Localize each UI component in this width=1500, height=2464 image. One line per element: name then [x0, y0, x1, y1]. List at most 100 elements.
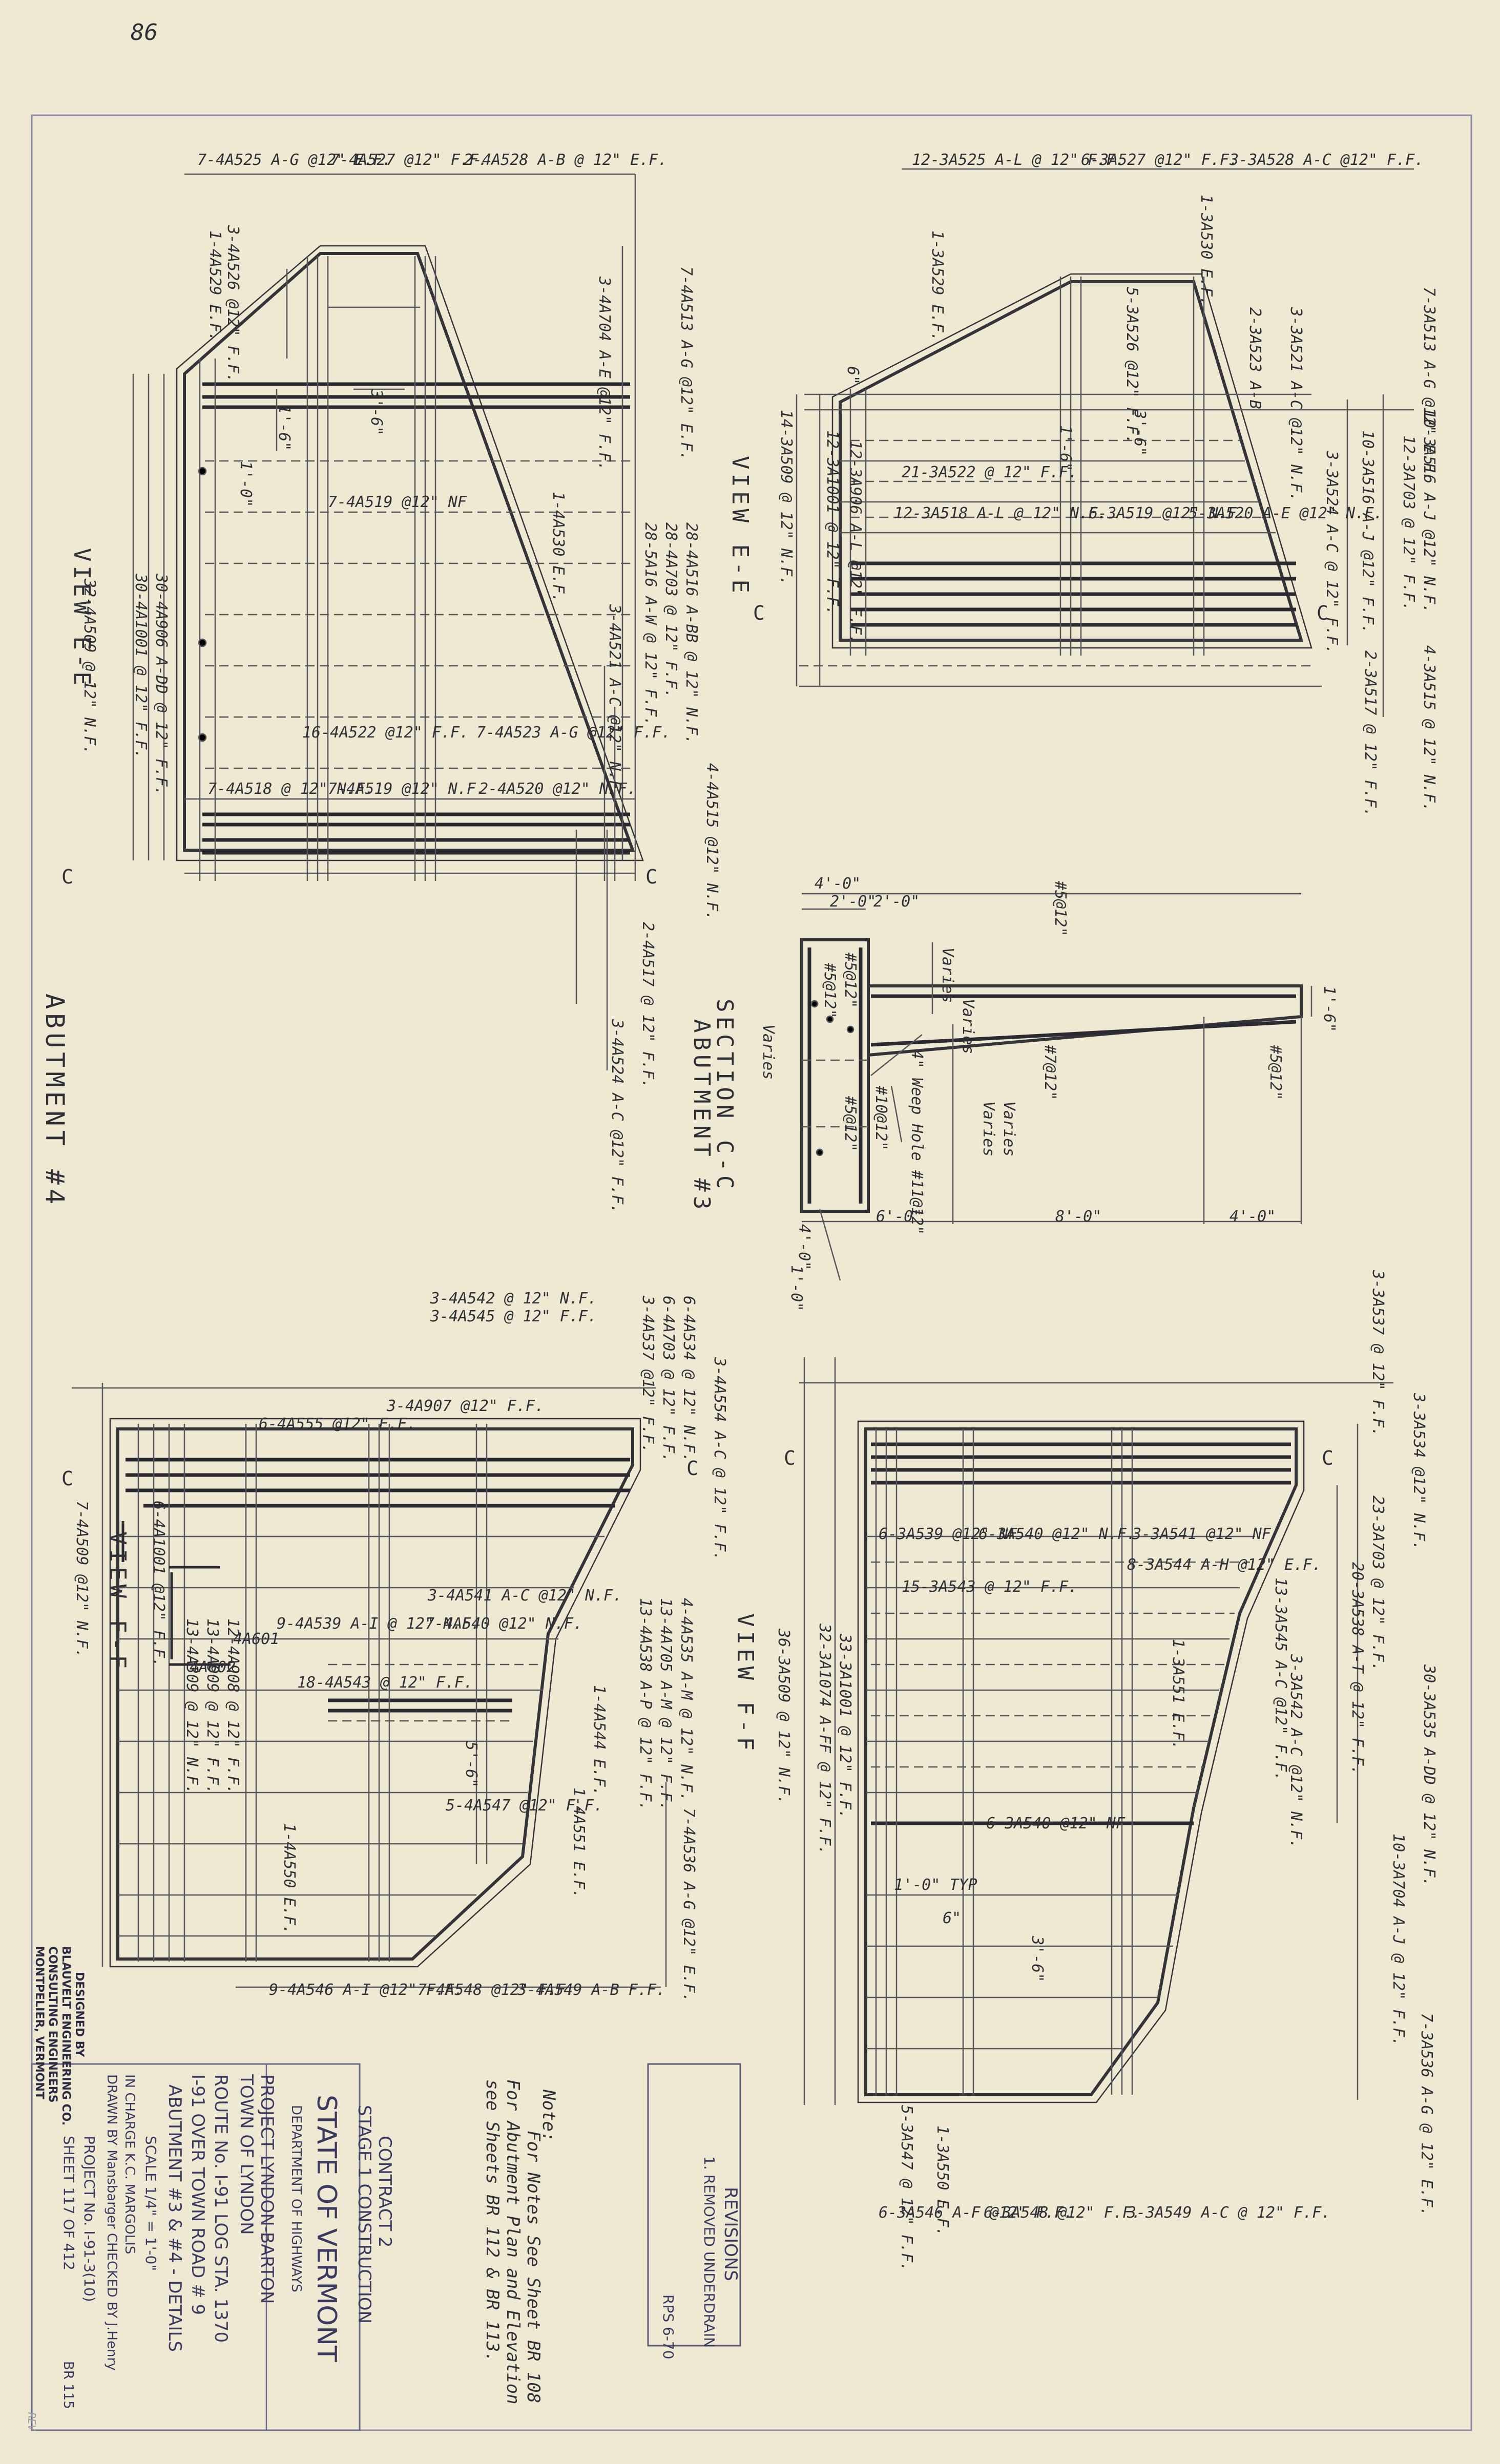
- label-4A528: 2-4A528 A-B @ 12" E.F.: [464, 151, 667, 169]
- label-3A516a: 10-3A516 A-J @12" N.F.: [1420, 410, 1438, 613]
- label-4A554: 3-4A554 A-C @ 12" F.F.: [711, 1357, 728, 1561]
- cc-dim-2ft-a: 2'-0": [830, 893, 876, 911]
- label-3A516b: 10-3A516 A-J @12" F.F.: [1359, 430, 1377, 634]
- title-contract: CONTRACT 2: [374, 2136, 395, 2248]
- cut-marker-6: C: [686, 1457, 698, 1480]
- title-drawn-by: DRAWN BY Mansbarger CHECKED BY J.Henry: [104, 2074, 119, 2371]
- revision-initials: RPS 6-70: [660, 2294, 677, 2360]
- dim3-6in: 6": [844, 366, 862, 385]
- cc-bar-10: #10@12": [872, 1085, 890, 1150]
- label-4A543: 18-4A543 @ 12" F.F.: [297, 1674, 473, 1692]
- stamp-line-2: BLAUVELT ENGINEERING CO.: [59, 1946, 72, 2125]
- label-3A703: 12-3A703 @ 12" F.F.: [1400, 435, 1418, 611]
- title-block: CONTRACT 2 STAGE 1 CONSTRUCTION STATE OF…: [31, 2063, 395, 2431]
- label-4A525: 7-4A525 A-G @12" E.F.: [197, 151, 391, 169]
- label-3A551: 1-3A551 E.F.: [1169, 1639, 1187, 1750]
- label-3A540b: 6-3A540 @12" NF: [986, 1815, 1126, 1833]
- label-3A549: 3-3A549 A-C @ 12" F.F.: [1127, 2204, 1330, 2222]
- label-4A529: 1-4A529 E.F.: [206, 230, 224, 342]
- label-3A509ff: 36-3A509 @ 12" N.F.: [775, 1628, 793, 1804]
- cc-dim-4ft-b: 4'-0": [1230, 1208, 1276, 1226]
- cc-dim-1ft: 1'-0": [787, 1265, 805, 1311]
- label-4A530: 1-4A530 E.F.: [549, 492, 567, 603]
- label-3A518: 12-3A518 A-L @ 12" N.F.: [894, 504, 1107, 522]
- dim-5ft6: 5'-6": [462, 1741, 480, 1787]
- cut-marker-8: C: [1322, 1447, 1334, 1469]
- dim3-1ft-typ: 1'-0" TYP: [894, 1876, 977, 1894]
- label-3A1074: 32-3A1074 A-FF @ 12" F.F.: [816, 1623, 834, 1855]
- dim3-3ft6: 3'-6": [1131, 409, 1149, 456]
- label-4A526: 3-4A526 @12" F.F.: [224, 225, 242, 383]
- stem-outline: [800, 938, 870, 1213]
- label-3A543: 15-3A543 @ 12" F.F.: [902, 1578, 1077, 1596]
- wall-ff-outline: [116, 1427, 634, 1961]
- cc-bar-5-stem: #5@12": [841, 952, 859, 1008]
- cc-weep-hole: 4" Weep Hole #11@12": [908, 1050, 926, 1235]
- cut-marker-2: C: [645, 866, 657, 888]
- wall3-outline-outer: [831, 273, 1312, 649]
- cc-varies-c: Varies: [759, 1024, 777, 1080]
- cut-marker-3: C: [753, 602, 765, 624]
- abutment4-title: ABUTMENT #4: [40, 994, 70, 1208]
- cut-marker-4: C: [1317, 602, 1328, 624]
- stamp-line-3: CONSULTING ENGINEERS: [46, 1946, 59, 2103]
- cut-marker-5: C: [61, 1467, 73, 1490]
- label-3A536: 7-3A536 A-G @ 12" E.F.: [1418, 2013, 1435, 2216]
- label-4A1001: 30-4A1001 @ 12" F.F.: [132, 573, 150, 759]
- abutment3-title: ABUTMENT #3: [689, 1019, 715, 1213]
- label-4A1001ff: 6-4A1001 @12" F.F.: [150, 1501, 168, 1667]
- title-route: ROUTE No. I-91 LOG STA. 1370: [211, 2074, 231, 2343]
- label-3A541: 3-3A541 @12" NF: [1132, 1525, 1272, 1543]
- label-4A703: 28-4A703 @ 12" F.F.: [662, 522, 680, 698]
- label-4A523: 7-4A523 A-G @12" F.F.: [476, 724, 671, 742]
- label-4A550: 1-4A550 E.F.: [280, 1823, 298, 1934]
- title-project: PROJECT LYNDON-BARTON: [257, 2074, 277, 2304]
- wall-ff-outline-outer: [109, 1418, 641, 1968]
- label-3A550: 1-3A550 E.F.: [933, 2125, 951, 2237]
- title-town: TOWN OF LYNDON: [236, 2074, 257, 2235]
- revisions-box: REVISIONS 1. REMOVED UNDERDRAIN RPS 6-70: [647, 2063, 741, 2360]
- label-4A545: 3-4A545 @ 12" F.F.: [430, 1308, 597, 1325]
- label-3A542: 3-3A542 A-C @12" N.F.: [1287, 1654, 1305, 1848]
- label-4A538: 13-4A538 A-P @ 12" F.F.: [636, 1598, 654, 1810]
- label-3A523: 2-3A523 A-B: [1246, 307, 1264, 409]
- label-3A1001ff: 33-3A1001 @ 12" F.F.: [836, 1633, 854, 1819]
- abutment3-view-ff-title: VIEW F-F: [732, 1613, 758, 1755]
- title-stage: STAGE 1 CONSTRUCTION: [354, 2105, 374, 2324]
- label-3A521: 3-3A521 A-C @12" N.F.: [1287, 307, 1305, 501]
- abutment4-view-ee-title: VIEW E-E: [69, 548, 95, 689]
- cc-dim-2ft-b: 2'-0": [873, 893, 920, 911]
- label-3A540a: 6-3A540 @12" N.F.: [978, 1525, 1136, 1543]
- label-4A907: 3-4A907 @12" F.F.: [386, 1397, 544, 1415]
- label-3A530: 1-3A530 E.F.: [1197, 195, 1215, 306]
- label-3A515: 4-3A515 @ 12" N.F.: [1420, 645, 1438, 812]
- cc-dim-4ft: 4'-0": [815, 875, 861, 893]
- label-4A524: 3-4A524 A-C @12" F.F.: [608, 1019, 626, 1213]
- label-4A513: 7-4A513 A-G @12" E.F.: [677, 266, 695, 460]
- section-cc-labels: 4'-0" 2'-0" 2'-0" #5@12" Varies Varies #…: [689, 875, 1338, 1311]
- label-4A516: 28-4A516 A-BB @ 12" N.F.: [682, 522, 700, 744]
- dim-1ft6: 1'-6": [275, 405, 293, 451]
- label-3A527: 6-3A527 @12" F.F.: [1081, 151, 1238, 169]
- label-4A549: 3-4A549 A-B F.F.: [517, 1981, 665, 1999]
- label-4A544: 1-4A544 E.F.: [590, 1685, 608, 1796]
- stamp-line-4: MONTPELIER, VERMONT: [33, 1946, 46, 2099]
- label-3A545: 13-3A545 A-C @12" F.F.: [1272, 1577, 1289, 1781]
- label-4A601: 4A601: [233, 1630, 279, 1648]
- cc-bar-7: #7@12": [1041, 1044, 1059, 1100]
- label-3A547: 5-3A547 @ 12" F.F.: [898, 2105, 915, 2271]
- label-3A522: 21-3A522 @ 12" F.F.: [902, 464, 1077, 481]
- label-4A309: 13-4A309 @ 12" N.F.: [183, 1618, 201, 1794]
- label-3A537: 3-3A537 @ 12" F.F.: [1369, 1270, 1387, 1437]
- label-3A539: 6-3A539 @12" NF: [879, 1525, 1018, 1543]
- dim-1ft: 1'-0": [237, 461, 255, 507]
- title-state: STATE OF VERMONT: [311, 2095, 342, 2362]
- cc-dim-8ft: 8'-0": [1055, 1208, 1101, 1226]
- cc-bar-5-heel: #5@12": [1266, 1044, 1284, 1100]
- label-3A538: 20-3A538 A-T @ 12" F.F.: [1348, 1562, 1366, 1775]
- title-sheet: SHEET 117 OF 412: [60, 2136, 77, 2270]
- label-4A520: 2-4A520 @12" N.F.: [479, 780, 636, 798]
- wall-outline: [183, 252, 635, 852]
- cut-marker-7: C: [784, 1447, 796, 1469]
- label-5A16: 28-5A16 A-W @ 12" F.F.: [641, 522, 659, 726]
